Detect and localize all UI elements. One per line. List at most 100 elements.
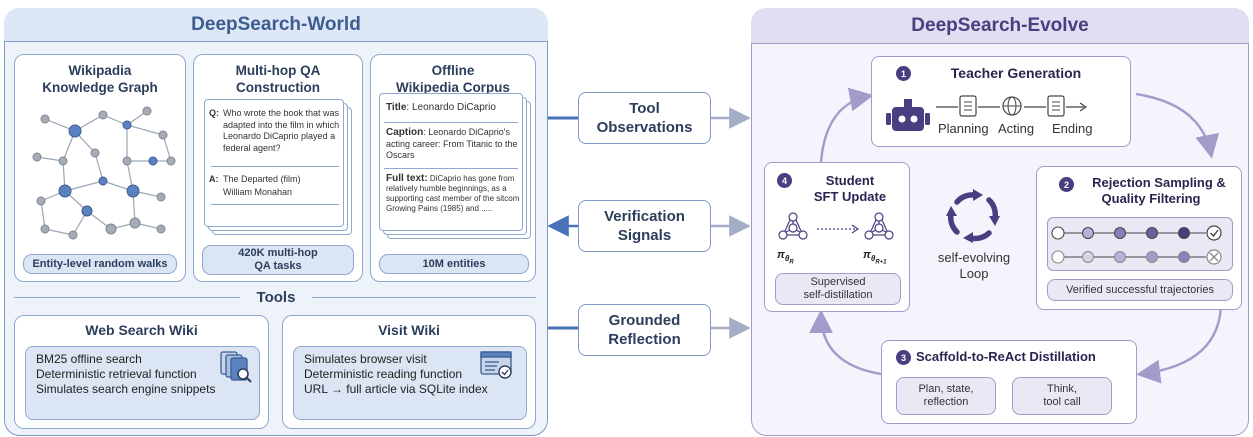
knowledge-graph-network xyxy=(32,106,176,240)
wikipedia-corpus-card: Offline Wikipedia Corpus Title: Leonardo… xyxy=(370,54,536,282)
step-2-badge: 2 xyxy=(1059,177,1074,192)
model-network-icon-right xyxy=(864,212,894,240)
corpus-divider-2 xyxy=(384,168,518,169)
qa-caption-1: 420K multi-hop xyxy=(238,247,318,259)
visit-wiki-line-2: Deterministic reading function xyxy=(304,367,463,381)
policy-r-left: R xyxy=(789,259,794,266)
tool-observations-box: Tool Observations xyxy=(578,92,711,144)
knowledge-graph-card: Wikipadia Knowledge Graph xyxy=(14,54,186,282)
qa-title-2: Construction xyxy=(236,80,320,95)
qa-title-1: Multi-hop QA xyxy=(235,63,321,78)
step-planning: Planning xyxy=(938,121,989,136)
student-sft-card: 4 Student SFT Update πθR πθR+1 Supervise… xyxy=(764,162,910,312)
corpus-full-val: DiCaprio has gone from relatively humble… xyxy=(386,174,520,213)
policy-theta-left: θ xyxy=(784,254,790,264)
clipboard-icon xyxy=(959,95,977,117)
corpus-title-2: Wikipedia Corpus xyxy=(396,80,510,95)
qa-q-label: Q: xyxy=(209,108,219,118)
model-update-graphic xyxy=(778,212,894,240)
web-search-wiki-card: Web Search Wiki BM25 offline search Dete… xyxy=(14,315,269,429)
trajectory-chains xyxy=(1051,225,1222,265)
verification-signals-box: Verification Signals xyxy=(578,200,711,252)
scaffold-distillation-card: 3 Scaffold-to-ReAct Distillation Plan, s… xyxy=(881,340,1137,424)
tool-observations-line-1: Tool xyxy=(629,100,660,117)
corpus-caption-line: Caption: Leonardo DiCaprio's acting care… xyxy=(386,127,518,162)
scaffold-left-2: reflection xyxy=(923,396,969,408)
policy-pi-left: π xyxy=(777,249,785,261)
trajectory-box xyxy=(1047,217,1233,271)
verification-line-2: Signals xyxy=(617,227,672,244)
grounded-line-1: Grounded xyxy=(608,312,681,329)
qa-divider-2 xyxy=(211,204,339,205)
qa-answer-2: William Monahan xyxy=(223,187,293,197)
cycle-arrows-icon xyxy=(946,189,1000,243)
qa-answer-1: The Departed (film) xyxy=(223,174,301,184)
corpus-full-line: Full text: DiCaprio has gone from relati… xyxy=(386,174,520,214)
qa-question: Who wrote the book that was adapted into… xyxy=(223,108,340,153)
middle-arrows xyxy=(548,107,751,339)
kg-caption: Entity-level random walks xyxy=(23,254,177,274)
student-title-1: Student xyxy=(825,173,875,188)
deepsearch-world-title: DeepSearch-World xyxy=(4,8,548,42)
visit-wiki-line-1: Simulates browser visit xyxy=(304,352,427,366)
visit-wiki-line-3: URL → full article via SQLite index xyxy=(304,382,488,396)
robot-icon xyxy=(886,99,930,131)
evolve-loop-arrows xyxy=(809,87,1223,384)
corpus-caption-val: : Leonardo DiCaprio's acting career: Fro… xyxy=(386,127,518,160)
scaffold-right-box: Think, tool call xyxy=(1012,377,1112,415)
scaffold-right-2: tool call xyxy=(1043,396,1081,408)
web-search-line-1: BM25 offline search xyxy=(36,352,142,366)
rejection-caption: Verified successful trajectories xyxy=(1047,279,1233,301)
corpus-divider-1 xyxy=(384,122,518,123)
corpus-doc-front: Title: Leonardo DiCaprio Caption: Leonar… xyxy=(379,93,523,231)
corpus-title-line: Title: Leonardo DiCaprio xyxy=(386,102,518,114)
student-caption-2: self-distillation xyxy=(803,289,873,301)
policy-theta-right: θ xyxy=(870,254,876,264)
teacher-generation-title: Teacher Generation xyxy=(950,65,1082,81)
corpus-title-key: Title xyxy=(386,102,407,113)
teacher-generation-card: 1 Teacher Generation xyxy=(871,56,1131,147)
grounded-reflection-box: Grounded Reflection xyxy=(578,304,711,356)
visit-wiki-card: Visit Wiki Simulates browser visit Deter… xyxy=(282,315,536,429)
qa-caption: 420K multi-hop QA tasks xyxy=(202,245,354,275)
scaffold-title: Scaffold-to-ReAct Distillation xyxy=(916,349,1096,364)
student-title-2: SFT Update xyxy=(813,189,887,204)
model-network-icon-left xyxy=(778,212,808,240)
policy-r-right: R+1 xyxy=(875,259,887,266)
tools-title: Tools xyxy=(240,289,312,307)
browser-window-icon xyxy=(480,351,512,379)
student-caption-1: Supervised xyxy=(810,276,866,288)
step-ending: Ending xyxy=(1052,121,1093,136)
loop-label-2: Loop xyxy=(959,266,989,281)
kg-title-2: Knowledge Graph xyxy=(42,80,158,95)
policy-label-right: πθR+1 xyxy=(863,249,887,266)
multihop-qa-card: Multi-hop QA Construction Q: Who wrote t… xyxy=(193,54,363,282)
student-caption: Supervised self-distillation xyxy=(775,273,901,305)
policy-label-left: πθR xyxy=(777,249,794,266)
step-acting: Acting xyxy=(998,121,1035,136)
kg-title-1: Wikipadia xyxy=(68,63,132,78)
globe-icon xyxy=(1002,96,1022,116)
corpus-title-1: Offline xyxy=(431,63,475,78)
qa-caption-2: QA tasks xyxy=(254,260,302,272)
qa-doc-front: Q: Who wrote the book that was adapted i… xyxy=(204,99,344,227)
rejection-title-1: Rejection Sampling & xyxy=(1092,175,1226,190)
teacher-pipeline xyxy=(886,95,1088,131)
scaffold-right-1: Think, xyxy=(1047,383,1077,395)
verification-line-1: Verification xyxy=(604,208,685,225)
loop-label-1: self-evolving xyxy=(937,250,1011,265)
grounded-line-2: Reflection xyxy=(608,331,681,348)
scaffold-left-1: Plan, state, xyxy=(918,383,974,395)
deepsearch-evolve-title: DeepSearch-Evolve xyxy=(751,8,1249,44)
rejection-title-2: Quality Filtering xyxy=(1101,191,1201,206)
corpus-caption-key: Caption xyxy=(386,127,424,138)
visit-wiki-title: Visit Wiki xyxy=(378,322,440,338)
corpus-full-key: Full text: xyxy=(386,173,428,184)
qa-a-label: A: xyxy=(209,174,219,184)
step-3-badge: 3 xyxy=(896,350,911,365)
policy-pi-right: π xyxy=(863,249,871,261)
web-search-line-3: Simulates search engine snippets xyxy=(36,382,216,396)
web-search-line-2: Deterministic retrieval function xyxy=(36,367,197,381)
corpus-caption: 10M entities xyxy=(379,254,529,274)
step-4-badge: 4 xyxy=(777,173,792,188)
